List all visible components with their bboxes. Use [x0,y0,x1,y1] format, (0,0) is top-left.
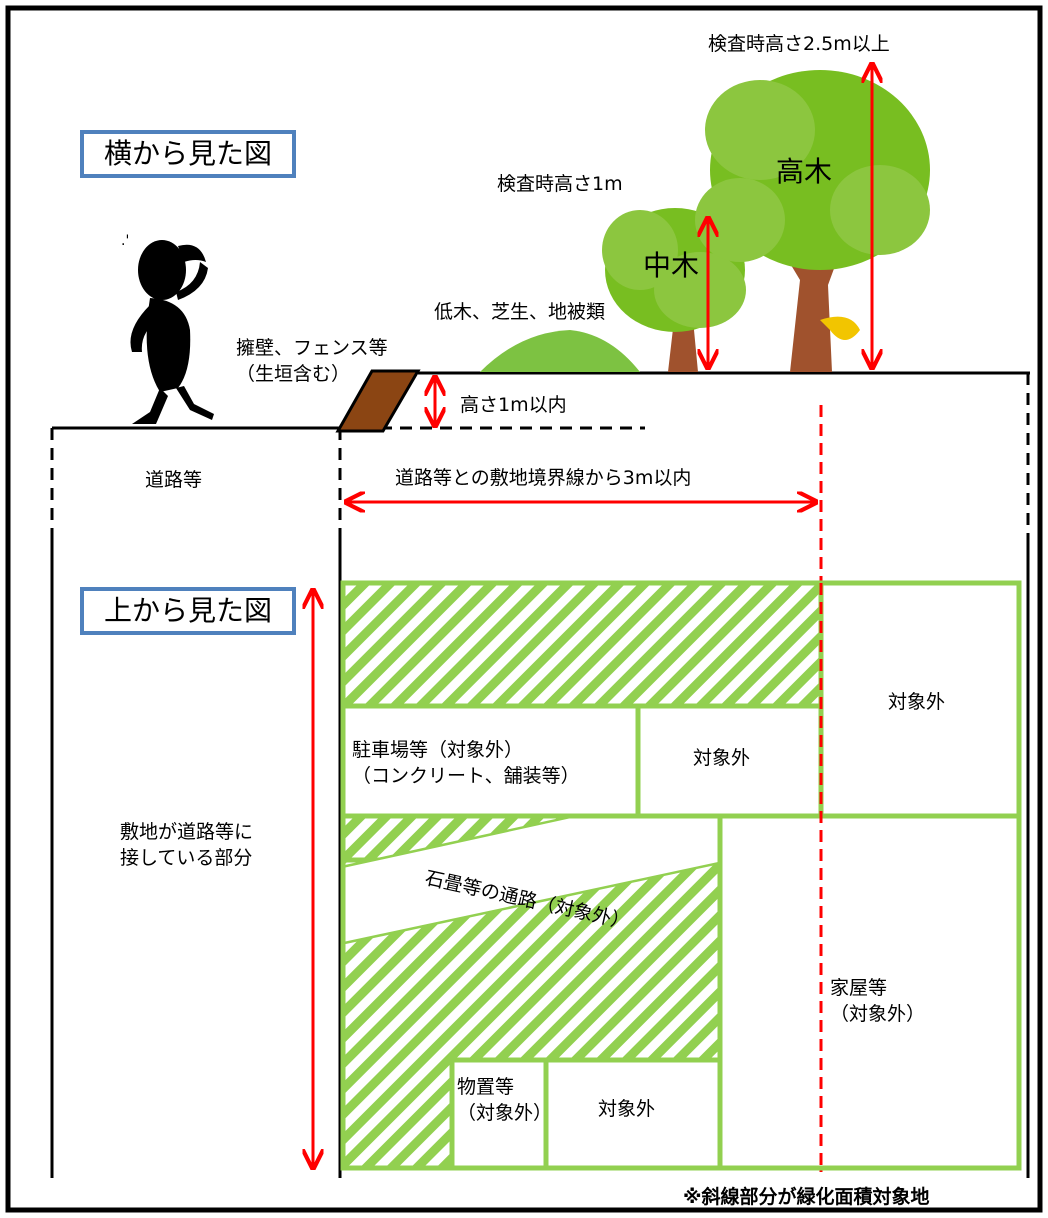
stone-path-fix [343,786,718,942]
tall-height-label: 検査時高さ2.5m以上 [708,33,890,55]
hatched-area-top [340,580,824,709]
grass-mound [480,330,640,372]
retaining-wall [335,369,421,433]
tall-tree-label: 高木 [776,155,833,188]
mid-tree-label: 中木 [643,249,700,282]
side-view-title: 横から見た図 [80,130,296,178]
wall-fence-label: 擁壁、フェンス等 （生垣含む） [236,337,388,385]
height-limit-label: 高さ1m以内 [460,394,567,416]
excluded-label-mid: 対象外 [693,747,751,769]
excluded-label-bottom: 対象外 [598,1098,656,1120]
storage-label: 物置等 （対象外） [457,1076,553,1124]
top-view-outline [340,580,1022,1171]
top-view-title: 上から見た図 [80,587,296,635]
house-label: 家屋等 （対象外） [830,977,926,1025]
low-plants-label: 低木、芝生、地被類 [434,301,606,323]
excluded-box-bottom [543,1057,723,1171]
road-label: 道路等 [145,469,203,491]
excluded-box-mid [635,703,824,819]
frontage-label: 敷地が道路等に 接している部分 [120,821,254,869]
outer-frame [5,5,1043,1213]
boundary-distance-label: 道路等との敷地境界線から3m以内 [395,467,692,489]
person-icon: .' [121,233,214,424]
svg-text:.': .' [121,233,129,249]
mid-height-label: 検査時高さ1m [497,173,623,195]
excluded-label-right: 対象外 [888,691,946,713]
tall-tree-icon [695,70,930,372]
hatch-note: ※斜線部分が緑化面積対象地 [683,1186,930,1208]
parking-label: 駐車場等（対象外） （コンクリート、舗装等） [352,739,580,787]
